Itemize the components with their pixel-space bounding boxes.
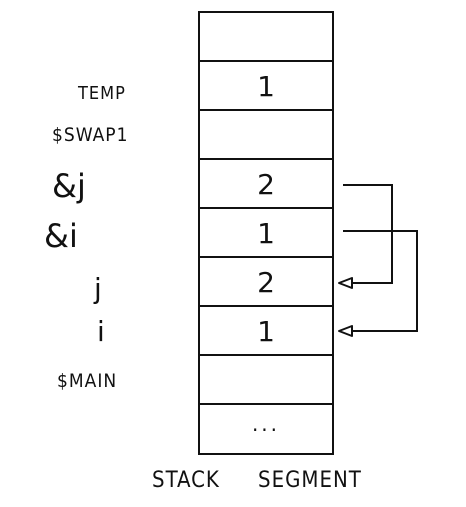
cell-4: 1 bbox=[257, 217, 275, 250]
label-var-j: j bbox=[94, 272, 102, 305]
stack-column bbox=[198, 11, 334, 455]
arrowhead-j bbox=[338, 277, 353, 289]
pointer-arrow-i bbox=[343, 230, 418, 332]
cell-8: ... bbox=[251, 412, 281, 436]
label-temp: TEMP bbox=[78, 83, 126, 104]
caption-segment: SEGMENT bbox=[258, 468, 362, 493]
label-swap-frame: $SWAP1 bbox=[52, 124, 129, 146]
label-main-frame: $MAIN bbox=[57, 370, 118, 392]
cell-3: 2 bbox=[257, 168, 275, 201]
label-ref-i: &i bbox=[44, 217, 78, 255]
label-var-i: i bbox=[97, 315, 105, 348]
arrowhead-i bbox=[338, 325, 353, 337]
cell-6: 1 bbox=[257, 315, 275, 348]
cell-1: 1 bbox=[257, 70, 275, 103]
cell-5: 2 bbox=[257, 266, 275, 299]
label-ref-j: &j bbox=[52, 167, 86, 205]
pointer-arrow-j bbox=[343, 184, 393, 284]
caption-stack: STACK bbox=[152, 468, 220, 493]
